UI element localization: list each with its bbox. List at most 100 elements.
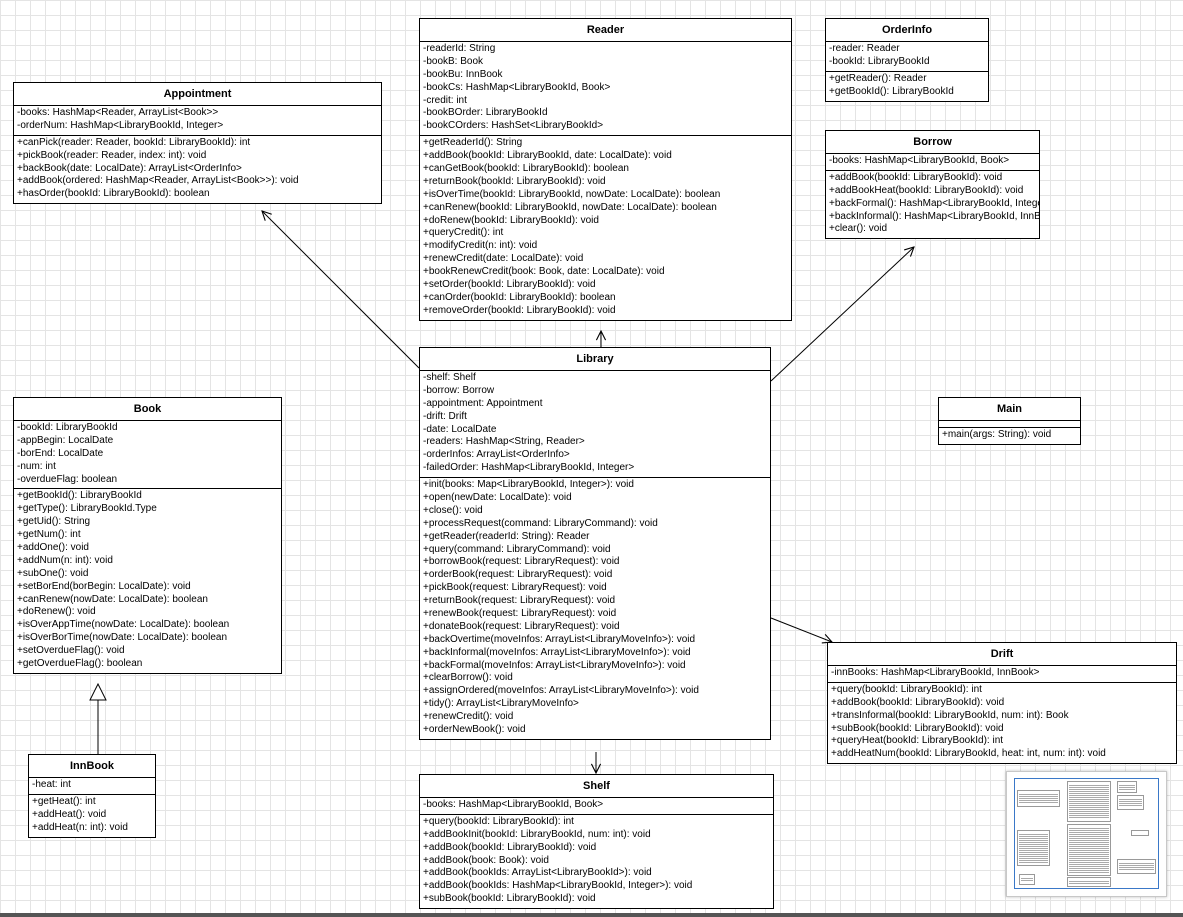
edge-library-drift[interactable] <box>770 617 832 642</box>
method: +backBook(date: LocalDate): ArrayList<Or… <box>17 162 242 174</box>
method: +getNum(): int <box>17 529 81 541</box>
attribute: -innBooks: HashMap<LibraryBookId, InnBoo… <box>831 667 1040 678</box>
methods-section: +init(books: Map<LibraryBookId, Integer>… <box>420 477 770 739</box>
methods-section: +main(args: String): void <box>939 427 1080 444</box>
attribute: -borrow: Borrow <box>423 384 495 396</box>
methods-section: +canPick(reader: Reader, bookId: Library… <box>14 134 381 203</box>
class-name: Drift <box>828 643 1176 666</box>
attribute: -books: HashMap<LibraryBookId, Book> <box>829 155 1010 166</box>
methods-section: +getReaderId(): String +addBook(bookId: … <box>420 135 791 319</box>
attribute: -readerId: String <box>423 43 496 54</box>
attribute: -appBegin: LocalDate <box>17 434 114 446</box>
minimap-block <box>1067 824 1111 876</box>
method: +addBook(bookId: LibraryBookId): void <box>831 696 1005 708</box>
method: +addBook(ordered: HashMap<Reader, ArrayL… <box>17 175 299 187</box>
minimap-viewport[interactable] <box>1014 778 1159 889</box>
methods-section: +query(bookId: LibraryBookId): int +addB… <box>420 813 773 908</box>
method: +processRequest(command: LibraryCommand)… <box>423 517 658 529</box>
method: +renewCredit(date: LocalDate): void <box>423 253 584 265</box>
method: +addBook(bookId: LibraryBookId): void <box>829 171 1003 183</box>
method: +addHeat(): void <box>32 808 107 820</box>
method: +donateBook(request: LibraryRequest): vo… <box>423 620 620 632</box>
method: +queryCredit(): int <box>423 227 504 239</box>
minimap-block <box>1131 830 1149 836</box>
attribute: -bookId: LibraryBookId <box>829 55 930 67</box>
method: +removeOrder(bookId: LibraryBookId): voi… <box>423 304 616 316</box>
attribute: -books: HashMap<LibraryBookId, Book> <box>423 799 604 810</box>
attribute: -appointment: Appointment <box>423 397 543 409</box>
method: +queryHeat(bookId: LibraryBookId): int <box>831 735 1004 747</box>
attributes-section: -shelf: Shelf -borrow: Borrow -appointme… <box>420 371 770 477</box>
edge-library-borrow[interactable] <box>770 247 914 382</box>
method: +query(bookId: LibraryBookId): int <box>423 815 574 827</box>
methods-section: +query(bookId: LibraryBookId): int +addB… <box>828 681 1176 763</box>
method: +addBookHeat(bookId: LibraryBookId): voi… <box>829 184 1024 196</box>
attributes-section: -bookId: LibraryBookId -appBegin: LocalD… <box>14 421 281 488</box>
method: +addBook(bookIds: HashMap<LibraryBookId,… <box>423 880 693 892</box>
bottom-scrollbar[interactable] <box>0 913 1183 917</box>
method: +tidy(): ArrayList<LibraryMoveInfo> <box>423 698 579 710</box>
attributes-section: -readerId: String -bookB: Book -bookBu: … <box>420 42 791 135</box>
method: +transInformal(bookId: LibraryBookId, nu… <box>831 709 1069 721</box>
method: +setOverdueFlag(): void <box>17 645 125 657</box>
class-appointment[interactable]: Appointment -books: HashMap<Reader, Arra… <box>13 82 382 205</box>
method: +renewBook(request: LibraryRequest): voi… <box>423 608 617 620</box>
method: +canGetBook(bookId: LibraryBookId): bool… <box>423 163 629 175</box>
class-book[interactable]: Book -bookId: LibraryBookId -appBegin: L… <box>13 397 282 674</box>
attributes-section: -books: HashMap<Reader, ArrayList<Book>>… <box>14 106 381 135</box>
class-innbook[interactable]: InnBook -heat: int +getHeat(): int +addH… <box>28 754 156 838</box>
method: +orderBook(request: LibraryRequest): voi… <box>423 569 613 581</box>
attributes-section: -innBooks: HashMap<LibraryBookId, InnBoo… <box>828 666 1176 682</box>
attribute: -bookId: LibraryBookId <box>17 422 118 433</box>
method: +pickBook(request: LibraryRequest): void <box>423 582 607 594</box>
attribute: -books: HashMap<Reader, ArrayList<Book>> <box>17 107 219 118</box>
attribute: -date: LocalDate <box>423 423 497 435</box>
minimap[interactable] <box>1006 771 1167 897</box>
method: +borrowBook(request: LibraryRequest): vo… <box>423 556 620 568</box>
attributes-section: -books: HashMap<LibraryBookId, Book> <box>826 154 1039 170</box>
method: +hasOrder(bookId: LibraryBookId): boolea… <box>17 188 210 200</box>
method: +canOrder(bookId: LibraryBookId): boolea… <box>423 291 616 303</box>
minimap-block <box>1017 830 1050 866</box>
method: +getBookId(): LibraryBookId <box>829 85 954 97</box>
method: +getReader(readerId: String): Reader <box>423 530 590 542</box>
class-library[interactable]: Library -shelf: Shelf -borrow: Borrow -a… <box>419 347 771 740</box>
attributes-section: -books: HashMap<LibraryBookId, Book> <box>420 798 773 814</box>
class-borrow[interactable]: Borrow -books: HashMap<LibraryBookId, Bo… <box>825 130 1040 240</box>
attribute: -orderNum: HashMap<LibraryBookId, Intege… <box>17 119 224 131</box>
class-main[interactable]: Main +main(args: String): void <box>938 397 1081 445</box>
method: +backFormal(): HashMap<LibraryBookId, In… <box>829 197 1039 209</box>
methods-section: +getReader(): Reader +getBookId(): Libra… <box>826 70 988 101</box>
method: +getOverdueFlag(): boolean <box>17 658 143 670</box>
attribute: -orderInfos: ArrayList<OrderInfo> <box>423 449 570 461</box>
methods-section: +addBook(bookId: LibraryBookId): void +a… <box>826 169 1039 238</box>
class-name: Book <box>14 398 281 421</box>
attributes-section: -reader: Reader -bookId: LibraryBookId <box>826 42 988 71</box>
method: +clear(): void <box>829 223 888 235</box>
edge-library-appointment[interactable] <box>262 211 420 369</box>
method: +isOverBorTime(nowDate: LocalDate): bool… <box>17 632 228 644</box>
method: +addHeatNum(bookId: LibraryBookId, heat:… <box>831 748 1106 760</box>
method: +subOne(): void <box>17 567 89 579</box>
attributes-section: -heat: int <box>29 778 155 794</box>
method: +pickBook(reader: Reader, index: int): v… <box>17 149 207 161</box>
class-drift[interactable]: Drift -innBooks: HashMap<LibraryBookId, … <box>827 642 1177 765</box>
method: +query(bookId: LibraryBookId): int <box>831 683 982 695</box>
attribute: -bookCs: HashMap<LibraryBookId, Book> <box>423 81 611 93</box>
class-name: Borrow <box>826 131 1039 154</box>
method: +addOne(): void <box>17 542 89 554</box>
class-name: OrderInfo <box>826 19 988 42</box>
class-orderinfo[interactable]: OrderInfo -reader: Reader -bookId: Libra… <box>825 18 989 102</box>
attribute: -shelf: Shelf <box>423 372 476 383</box>
method: +close(): void <box>423 504 483 516</box>
method: +assignOrdered(moveInfos: ArrayList<Libr… <box>423 685 699 697</box>
method: +addBookInit(bookId: LibraryBookId, num:… <box>423 828 651 840</box>
method: +getReader(): Reader <box>829 72 927 84</box>
class-shelf[interactable]: Shelf -books: HashMap<LibraryBookId, Boo… <box>419 774 774 910</box>
class-reader[interactable]: Reader -readerId: String -bookB: Book -b… <box>419 18 792 321</box>
method: +getHeat(): int <box>32 795 96 807</box>
method: +isOverAppTime(nowDate: LocalDate): bool… <box>17 619 230 631</box>
method: +addBook(bookId: LibraryBookId, date: Lo… <box>423 150 672 162</box>
attribute: -bookB: Book <box>423 55 484 67</box>
